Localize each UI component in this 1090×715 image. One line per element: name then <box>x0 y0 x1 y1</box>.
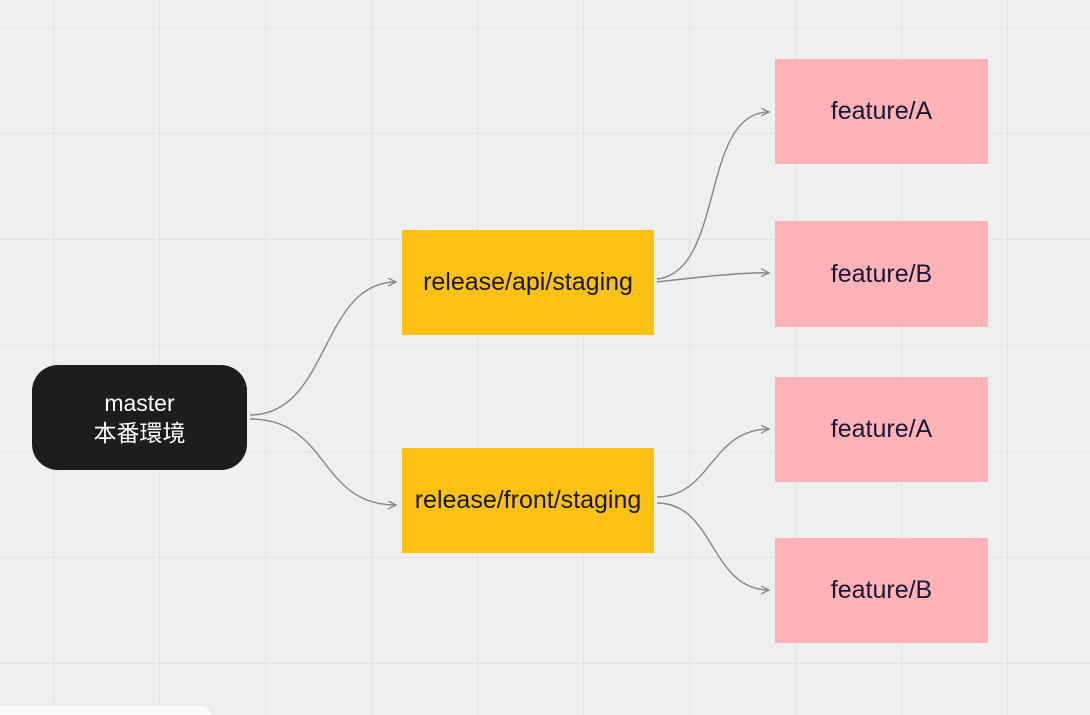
node-release-front-staging[interactable]: release/front/staging <box>402 448 654 553</box>
node-feature-a-api-label: feature/A <box>830 97 933 125</box>
node-feature-b-api-label: feature/B <box>830 259 933 288</box>
bottom-toolbar-panel[interactable] <box>0 706 211 715</box>
node-feature-a-api[interactable]: feature/A <box>775 59 988 164</box>
node-feature-a-front[interactable]: feature/A <box>775 377 988 482</box>
connector-release-api-to-feature-b[interactable] <box>656 273 769 283</box>
connector-master-to-release-api[interactable] <box>249 282 396 416</box>
node-release-api-staging-label: release/api/staging <box>423 268 633 296</box>
node-release-front-staging-label: release/front/staging <box>414 486 642 514</box>
node-master-sublabel: 本番環境 <box>93 419 186 446</box>
node-feature-a-front-label: feature/A <box>830 415 933 443</box>
node-feature-b-front-label: feature/B <box>830 576 933 604</box>
connector-master-to-release-front[interactable] <box>249 418 396 505</box>
node-feature-b-api[interactable]: feature/B <box>775 221 988 327</box>
connector-release-front-to-feature-b[interactable] <box>656 502 769 590</box>
connector-release-api-to-feature-a[interactable] <box>656 112 769 280</box>
connector-release-front-to-feature-a[interactable] <box>656 429 769 498</box>
node-feature-b-front[interactable]: feature/B <box>775 538 988 643</box>
node-release-api-staging[interactable]: release/api/staging <box>402 230 654 335</box>
node-master[interactable]: master 本番環境 <box>32 365 247 470</box>
node-master-label: master <box>104 389 175 416</box>
